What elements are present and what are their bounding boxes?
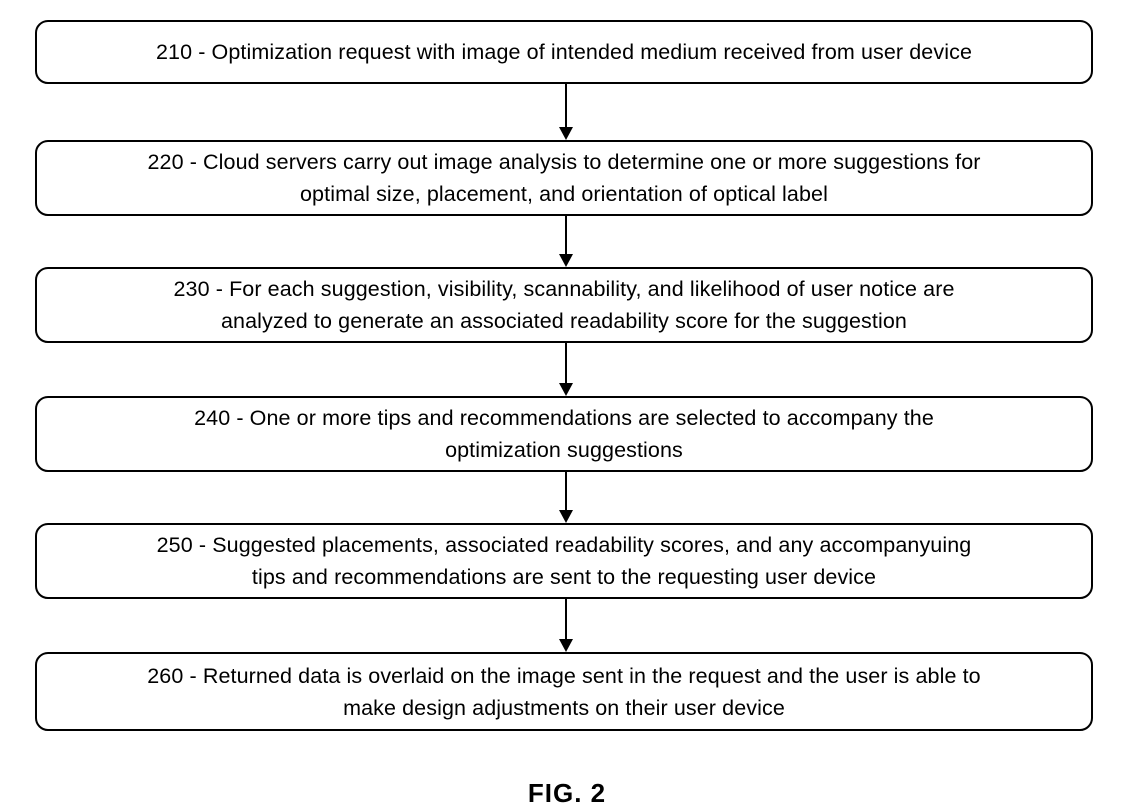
flow-step-box-230: 230 - For each suggestion, visibility, s… (35, 267, 1093, 343)
arrow-shaft (565, 343, 567, 383)
flow-connector-arrow-220-to-230 (558, 216, 574, 267)
arrow-head-down-icon (559, 510, 573, 523)
flow-step-text-260: 260 - Returned data is overlaid on the i… (147, 663, 981, 720)
flow-step-box-260: 260 - Returned data is overlaid on the i… (35, 652, 1093, 731)
flow-connector-arrow-210-to-220 (558, 84, 574, 140)
arrow-shaft (565, 472, 567, 510)
flow-step-text-240: 240 - One or more tips and recommendatio… (194, 406, 934, 462)
arrow-shaft (565, 216, 567, 254)
flow-step-box-220: 220 - Cloud servers carry out image anal… (35, 140, 1093, 216)
arrow-head-down-icon (559, 254, 573, 267)
flow-step-box-210: 210 - Optimization request with image of… (35, 20, 1093, 84)
flow-step-text-250: 250 - Suggested placements, associated r… (156, 533, 972, 589)
flow-step-text-230: 230 - For each suggestion, visibility, s… (173, 277, 955, 333)
arrow-head-down-icon (559, 383, 573, 396)
arrow-shaft (565, 84, 567, 127)
flow-step-text-210: 210 - Optimization request with image of… (155, 40, 973, 64)
flow-step-box-240: 240 - One or more tips and recommendatio… (35, 396, 1093, 472)
arrow-shaft (565, 599, 567, 639)
arrow-head-down-icon (559, 127, 573, 140)
arrow-head-down-icon (559, 639, 573, 652)
flow-connector-arrow-230-to-240 (558, 343, 574, 396)
flow-step-box-250: 250 - Suggested placements, associated r… (35, 523, 1093, 599)
flow-step-text-220: 220 - Cloud servers carry out image anal… (147, 150, 981, 206)
flow-connector-arrow-250-to-260 (558, 599, 574, 652)
figure-caption: FIG. 2 (527, 778, 607, 808)
flow-connector-arrow-240-to-250 (558, 472, 574, 523)
